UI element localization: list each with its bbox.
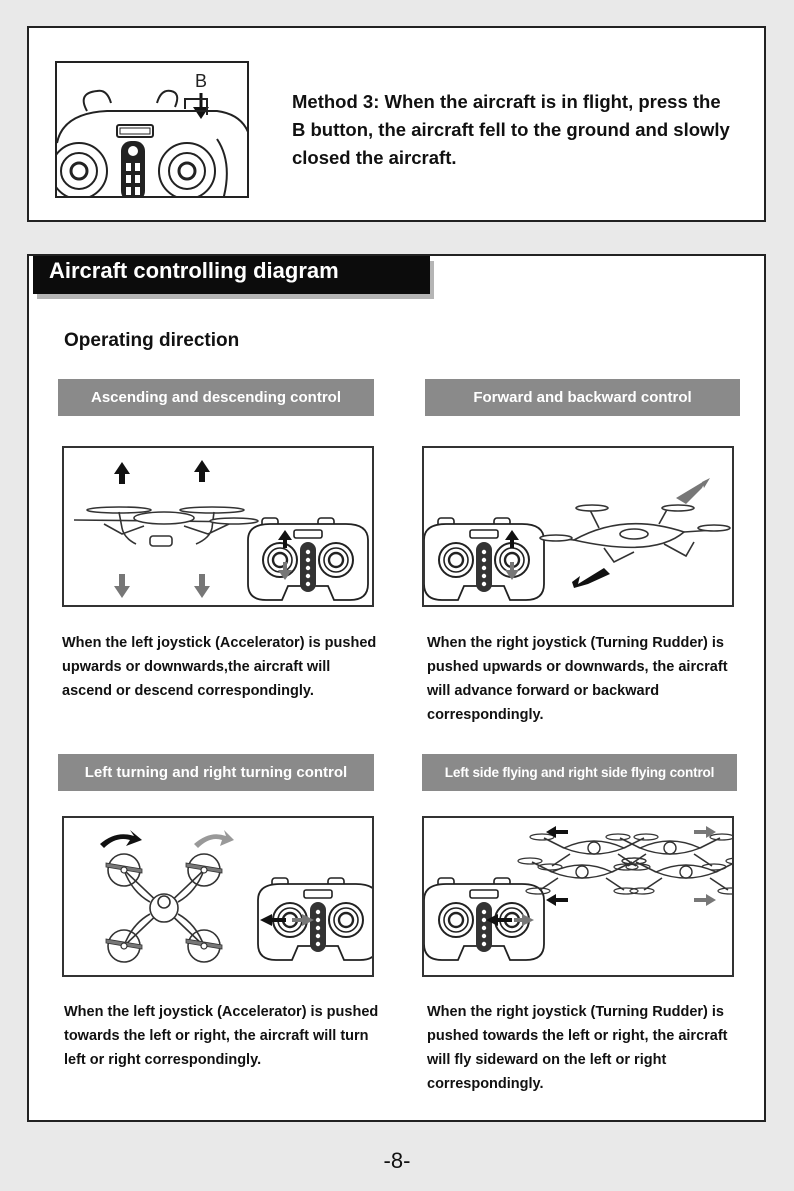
fly-left-arrows bbox=[546, 826, 568, 906]
ascend-descend-description: When the left joystick (Accelerator) is … bbox=[62, 631, 380, 703]
drone-3-4-view bbox=[540, 505, 730, 562]
backward-arrow bbox=[572, 568, 610, 588]
side-flying-illustration bbox=[422, 816, 734, 977]
ascend-descend-illustration bbox=[62, 446, 374, 607]
up-arrows bbox=[114, 460, 210, 484]
turn-right-arrow bbox=[194, 830, 234, 848]
turning-illustration bbox=[62, 816, 374, 977]
remote-b-button-illustration: B bbox=[55, 61, 249, 198]
method-3-box: B Method 3: When the aircraft is in flig… bbox=[27, 26, 766, 222]
side-flying-description: When the right joystick (Turning Rudder)… bbox=[427, 1000, 745, 1096]
b-button-label: B bbox=[195, 71, 207, 91]
forward-backward-illustration bbox=[422, 446, 734, 607]
heading-forward-backward: Forward and backward control bbox=[425, 379, 740, 416]
heading-side-flying: Left side flying and right side flying c… bbox=[422, 754, 737, 791]
heading-left-right-turning: Left turning and right turning control bbox=[58, 754, 374, 791]
turning-description: When the left joystick (Accelerator) is … bbox=[64, 1000, 382, 1072]
forward-backward-description: When the right joystick (Turning Rudder)… bbox=[427, 631, 745, 727]
page-number: -8- bbox=[0, 1148, 794, 1174]
section-title: Aircraft controlling diagram bbox=[33, 256, 430, 294]
turn-left-arrow bbox=[100, 830, 142, 848]
down-arrows bbox=[114, 574, 210, 598]
method-3-text: Method 3: When the aircraft is in flight… bbox=[292, 88, 732, 172]
heading-ascending-descending: Ascending and descending control bbox=[58, 379, 374, 416]
forward-arrow bbox=[676, 480, 706, 504]
drone-side-view bbox=[74, 507, 258, 546]
operating-direction-heading: Operating direction bbox=[64, 330, 239, 352]
